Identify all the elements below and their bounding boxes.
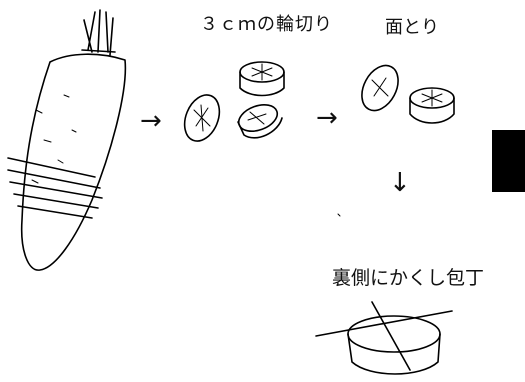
hidden-scoring-label: 裏側にかくし包丁	[332, 267, 485, 289]
right-arrow-icon: →	[316, 103, 338, 133]
chamfered-slices-icon	[361, 64, 455, 124]
right-arrow-icon: →	[140, 106, 162, 136]
scored-slice-icon	[315, 301, 453, 375]
daikon-radish-icon	[7, 9, 127, 271]
black-block	[492, 130, 525, 192]
chamfer-label: 面とり	[385, 17, 439, 38]
slice-label: ３ｃｍの輪切り	[200, 14, 333, 35]
radish-slices-icon	[183, 61, 285, 142]
down-arrow-icon: ↓	[389, 168, 411, 198]
speck-mark	[337, 213, 341, 217]
